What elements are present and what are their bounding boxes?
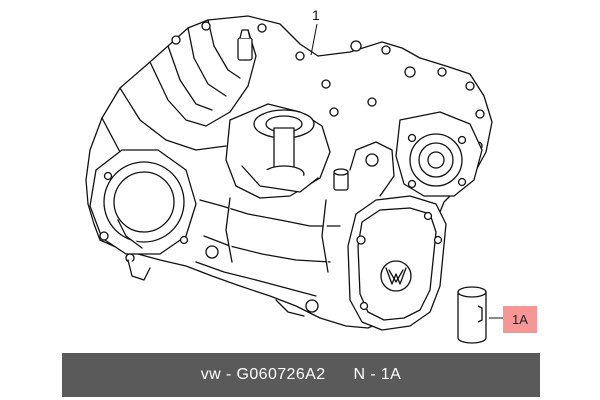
part-1a-cylinder — [457, 286, 487, 344]
part-number-text: vw - G060726A2 — [200, 366, 326, 383]
callout-1: 1 — [312, 7, 320, 23]
reference-text: N - 1A — [353, 366, 402, 383]
vw-emblem-icon — [380, 260, 412, 292]
part-number-footer: vw - G060726A2 N - 1A — [62, 353, 540, 397]
callout-1a-badge: 1A — [503, 306, 537, 333]
gearbox-illustration: 1 — [85, 7, 505, 344]
